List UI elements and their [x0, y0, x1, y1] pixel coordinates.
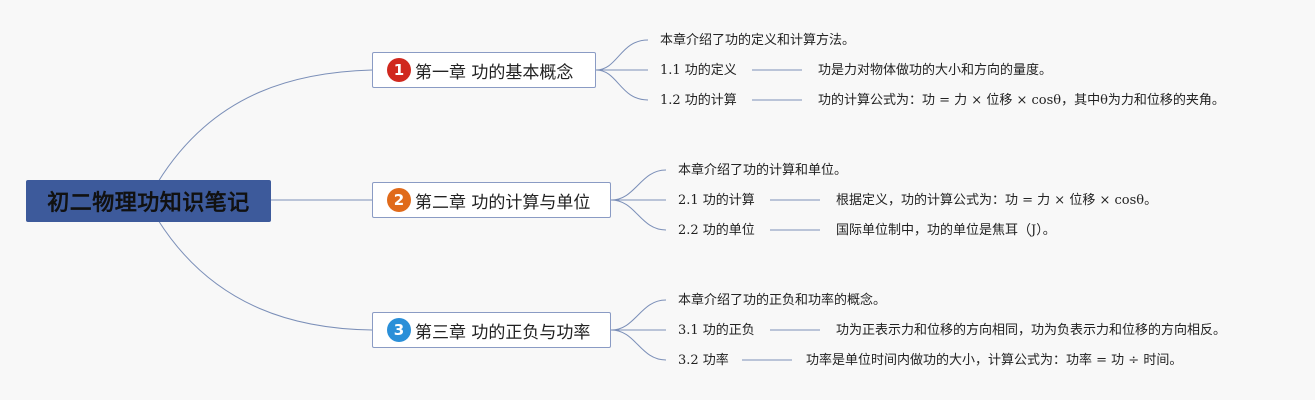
chapter-1-topic[interactable]: 1 第一章 功的基本概念: [372, 52, 596, 88]
chapter-3-item-1-label[interactable]: 3.1 功的正负: [678, 323, 755, 338]
root-topic[interactable]: 初二物理功知识笔记: [26, 180, 271, 222]
chapter-1-item-1-label[interactable]: 1.1 功的定义: [660, 63, 737, 78]
chapter-1-item-2-label[interactable]: 1.2 功的计算: [660, 93, 737, 108]
chapter-2-branch-intro: [610, 169, 667, 201]
chapter-2-topic[interactable]: 2 第二章 功的计算与单位: [372, 182, 611, 218]
chapter-1-branch-intro: [595, 39, 649, 71]
root-to-chapter-3-line: [157, 219, 373, 331]
root-topic-title: 初二物理功知识笔记: [47, 191, 250, 216]
chapter-2-item-1-desc[interactable]: 根据定义，功的计算公式为：功 = 力 × 位移 × cosθ。: [836, 193, 1158, 208]
chapter-2-number-badge: 2: [387, 188, 411, 212]
chapter-1-number-badge: 1: [387, 58, 411, 82]
chapter-2-item-2-desc[interactable]: 国际单位制中，功的单位是焦耳（J）。: [836, 223, 1056, 238]
chapter-3-branch-item-2: [610, 329, 667, 361]
chapter-1-intro[interactable]: 本章介绍了功的定义和计算方法。: [660, 33, 856, 48]
chapter-3-branch-intro: [610, 299, 667, 331]
chapter-2-item-2-label[interactable]: 2.2 功的单位: [678, 223, 755, 238]
chapter-2-intro[interactable]: 本章介绍了功的计算和单位。: [678, 163, 848, 178]
chapter-2-item-1-label[interactable]: 2.1 功的计算: [678, 193, 755, 208]
chapter-1-item-1-desc[interactable]: 功是力对物体做功的大小和方向的量度。: [818, 63, 1053, 78]
chapter-3-title: 第三章 功的正负与功率: [415, 322, 591, 343]
chapter-3-topic[interactable]: 3 第三章 功的正负与功率: [372, 312, 611, 348]
chapter-1-branch-item-2: [595, 69, 649, 101]
chapter-3-item-2-desc[interactable]: 功率是单位时间内做功的大小，计算公式为：功率 = 功 ÷ 时间。: [806, 353, 1183, 368]
chapter-3-item-1-desc[interactable]: 功为正表示力和位移的方向相同，功为负表示力和位移的方向相反。: [836, 323, 1227, 338]
chapter-2-branch-item-2: [610, 199, 667, 231]
chapter-2-title: 第二章 功的计算与单位: [415, 192, 591, 213]
chapter-3-number-badge: 3: [387, 318, 411, 342]
root-to-chapter-1-line: [157, 69, 373, 183]
chapter-1-title: 第一章 功的基本概念: [415, 62, 574, 83]
chapter-3-intro[interactable]: 本章介绍了功的正负和功率的概念。: [678, 293, 887, 308]
chapter-1-item-2-desc[interactable]: 功的计算公式为：功 = 力 × 位移 × cosθ，其中θ为力和位移的夹角。: [818, 93, 1225, 108]
chapter-3-item-2-label[interactable]: 3.2 功率: [678, 353, 729, 368]
